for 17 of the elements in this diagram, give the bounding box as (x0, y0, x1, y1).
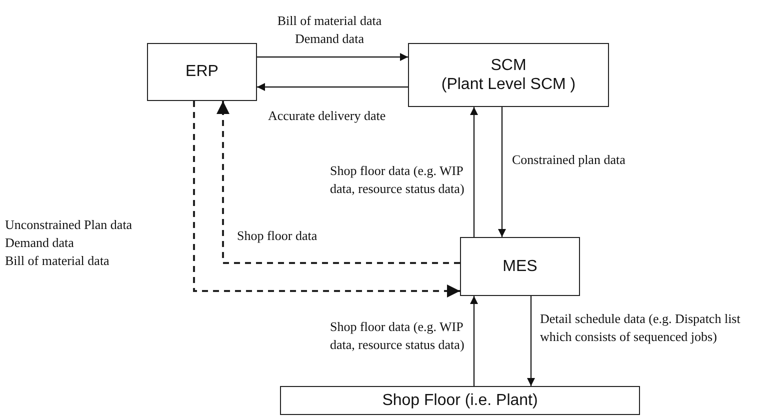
system-box (460, 237, 580, 296)
box-subtitle: (Plant Level SCM ) (441, 75, 576, 94)
arrow (527, 296, 535, 386)
system-box (408, 43, 609, 107)
arrow (470, 296, 478, 386)
arrow (193, 101, 460, 298)
arrow (470, 107, 478, 237)
box-title: SCM (490, 56, 526, 75)
arrow (257, 53, 408, 61)
arrow (498, 107, 506, 237)
arrow (216, 101, 460, 264)
box-title: Shop Floor (i.e. Plant) (382, 390, 538, 410)
box-title: ERP (186, 62, 218, 82)
system-box (280, 386, 640, 415)
arrow (257, 83, 408, 91)
box-title: MES (502, 256, 538, 276)
system-box (147, 43, 257, 101)
